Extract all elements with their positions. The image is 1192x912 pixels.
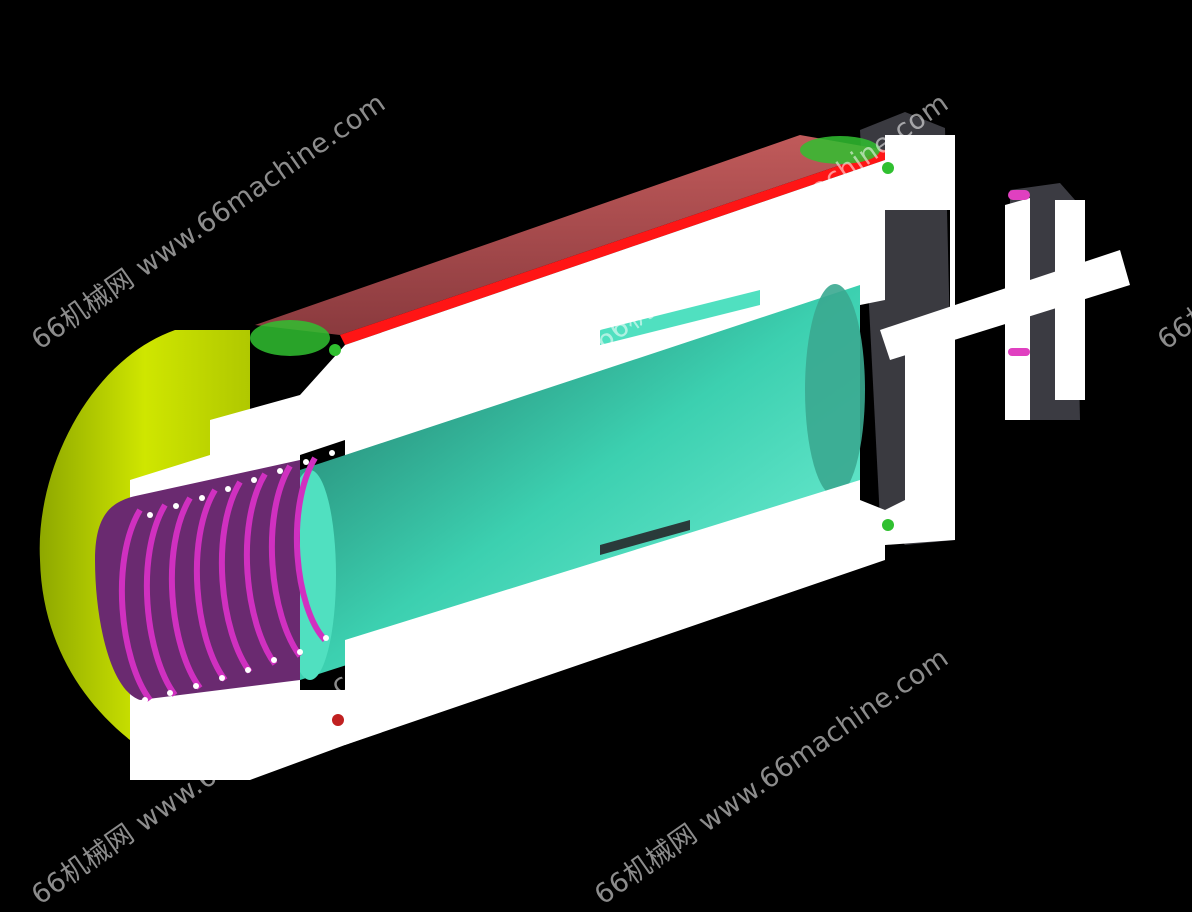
outer-shell-edge — [340, 150, 885, 345]
seal-ring-top-left — [250, 320, 330, 356]
o-ring-1 — [882, 162, 894, 174]
stem-nut — [1055, 200, 1085, 400]
cad-viewport[interactable] — [0, 0, 1192, 841]
stem-pin-top — [1008, 190, 1030, 200]
seal-ring-top-right — [800, 136, 880, 164]
outer-shell-top — [255, 135, 885, 335]
o-ring-4 — [332, 714, 344, 726]
bore-end — [805, 284, 865, 496]
lower-wall-section — [345, 480, 860, 745]
o-ring-3 — [329, 344, 341, 356]
inner-bore — [300, 285, 860, 680]
upper-slot — [600, 290, 760, 345]
stem-pin-bottom — [1008, 348, 1030, 356]
spring-section-dots — [142, 450, 335, 703]
stem-collar — [1005, 198, 1030, 420]
solenoid-section-model — [39, 112, 1130, 780]
lower-slot — [600, 520, 690, 555]
o-ring-2 — [882, 519, 894, 531]
spring-coils — [118, 456, 328, 702]
